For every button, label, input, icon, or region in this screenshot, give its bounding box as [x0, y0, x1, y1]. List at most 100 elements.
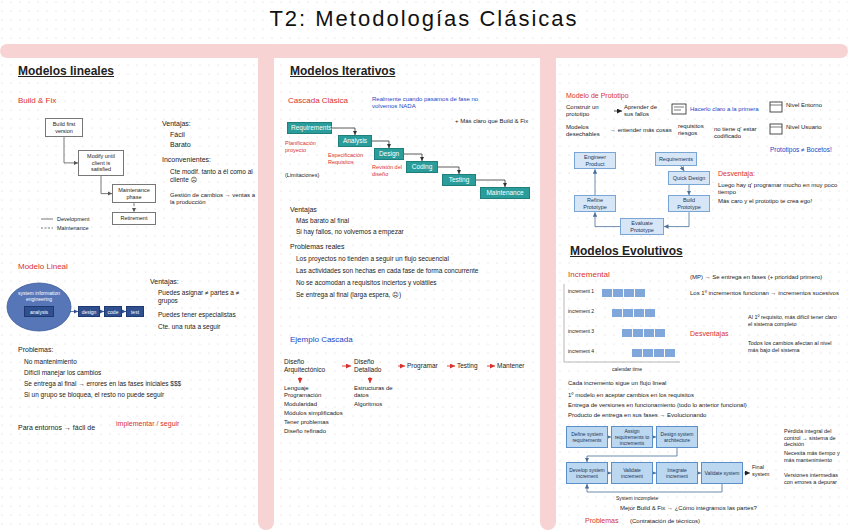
process-box: Refine Prototype: [574, 195, 616, 212]
note-text: Pérdida integral del control → sistema d…: [784, 428, 844, 448]
process-box: design: [78, 306, 100, 317]
connector-arrow: [372, 141, 389, 148]
note-text: Testing: [457, 362, 478, 370]
window-icon: [770, 124, 782, 134]
node-text: Evaluate Prototype: [623, 220, 661, 233]
note-text: Fácil: [170, 131, 185, 139]
phase-box: Testing: [442, 174, 476, 186]
phase-bar: [645, 309, 655, 317]
note-text: Si un grupo se bloquea, el resto no pued…: [24, 391, 254, 399]
divider-band: [0, 44, 848, 58]
phase-bar: [665, 349, 675, 357]
phase-box: Analysis: [338, 135, 372, 147]
connector-arrow: [332, 128, 355, 135]
process-box: Build Prototype: [668, 195, 710, 212]
note-text: Ventajas: [290, 206, 317, 214]
note-text: Ventajas:: [162, 120, 191, 128]
connector-arrow: [101, 176, 112, 194]
note-text: (Contratación de técnicos): [630, 518, 700, 525]
note-text: Algoritmos: [354, 401, 382, 408]
note-text: Las actividades son hechas en cada fase …: [296, 267, 534, 275]
note-text: → entender más cosas: [610, 127, 672, 134]
sequence-arrow: [487, 366, 495, 367]
note-text: Construir un prototipo: [566, 104, 612, 118]
connector-arrow: [404, 154, 422, 161]
note-text: Modularidad: [284, 401, 317, 408]
note-text: Prototipos ≠ Bocetos!: [770, 146, 845, 154]
phase-bar: [635, 289, 645, 297]
note-text: Nivel Entorno: [786, 102, 831, 109]
note-text: Luego hay q' programar mucho en muy poco…: [718, 182, 843, 196]
process-box: Modify until client is satisfied: [78, 150, 124, 176]
phase-bar: [613, 289, 623, 297]
note-text: increment 1: [568, 288, 594, 294]
note-text: Diseño Arquitectónico: [284, 358, 340, 374]
increment-bars: [602, 289, 675, 357]
phase-bar: [644, 329, 654, 337]
note-text: Si hay fallos, no volvemos a empezar: [296, 228, 404, 236]
note-text: Gestión de cambios → ventas a la producc…: [170, 192, 258, 206]
process-box: Design system architecture: [656, 426, 698, 448]
legend-line: [41, 219, 53, 220]
note-text: Desventaja:: [718, 170, 755, 178]
note-text: Más caro y el prototipo te crea ego!: [718, 198, 843, 205]
note-text: 1º modelo en aceptar cambios en los requ…: [568, 392, 838, 399]
node-text: Coding: [410, 163, 434, 171]
connector-arrow: [134, 203, 135, 212]
process-box: Evaluate Prototype: [620, 218, 664, 235]
note-text: Mantener: [497, 362, 524, 370]
node-text: Develop system increment: [569, 467, 605, 479]
node-text: Quick Design: [671, 175, 707, 182]
note-text: Nivel Usuario: [786, 124, 831, 131]
process-box: Retirement: [112, 212, 156, 225]
process-box: Develop system increment: [566, 462, 608, 484]
note-text: Desventajas: [690, 330, 729, 338]
connector-arrow: [689, 185, 690, 195]
connector-arrow: [595, 169, 596, 195]
phase-bar: [655, 329, 665, 337]
node-text: Retirement: [115, 215, 153, 222]
legend-item: Development: [40, 216, 89, 223]
note-text: Módulos simplificados: [284, 410, 343, 417]
subsection-heading: Ejemplo Cascada: [290, 335, 353, 345]
subsection-heading: Incremental: [568, 270, 610, 280]
phase-bar: [643, 349, 653, 357]
node-text: Testing: [446, 176, 472, 184]
node-text: Analysis: [342, 137, 368, 145]
subsection-heading: Cascada Clásica: [288, 96, 348, 106]
note-text: Hacerlo claro a la primera: [690, 106, 762, 113]
process-box: Validate system: [701, 462, 743, 484]
process-box: Maintenance phase: [112, 184, 156, 203]
phase-bar: [623, 309, 633, 317]
ellipse-node: system information engineeringanalysis: [6, 282, 72, 332]
node-text: Assign requirements to increments: [614, 428, 650, 446]
node-text: Requirements: [658, 156, 694, 163]
note-text: Cte. una ruta a seguir: [158, 323, 253, 331]
sequence-arrow: [300, 377, 301, 383]
note-text: No se acomodan a requisitos inciertos y …: [296, 279, 534, 287]
note-text: Los 1º incrementos funcionan → increment…: [690, 290, 840, 297]
page-title: T2: Metodologías Clásicas: [0, 6, 848, 32]
note-text: increment 3: [568, 328, 594, 334]
note-text: Barato: [170, 141, 191, 149]
phase-bar: [633, 329, 643, 337]
connector-arrow: [587, 484, 722, 492]
note-text: Puedes tener especialistas: [158, 311, 253, 319]
note-text: Puedes asignar ≠ partes a ≠ grupos: [158, 289, 253, 305]
node-text: system information engineering: [15, 290, 63, 302]
note-text: Más barato al final: [296, 217, 349, 225]
connector-arrow: [595, 212, 620, 226]
note-text: Problemas reales: [290, 243, 344, 251]
node-text: Validate increment: [614, 467, 650, 479]
window-icon-bar: [770, 105, 782, 127]
section-heading: Modelos Iterativos: [290, 64, 395, 78]
note-text: Diseño Detallado: [354, 358, 396, 374]
note-text: Lenguaje Programación: [284, 385, 346, 399]
process-box: test: [126, 306, 144, 317]
note-text: Al 1º requisito, más difícil tener claro…: [748, 314, 840, 327]
phase-bar: [602, 289, 612, 297]
note-text: Versiones intermedias con errores a depu…: [784, 472, 844, 485]
